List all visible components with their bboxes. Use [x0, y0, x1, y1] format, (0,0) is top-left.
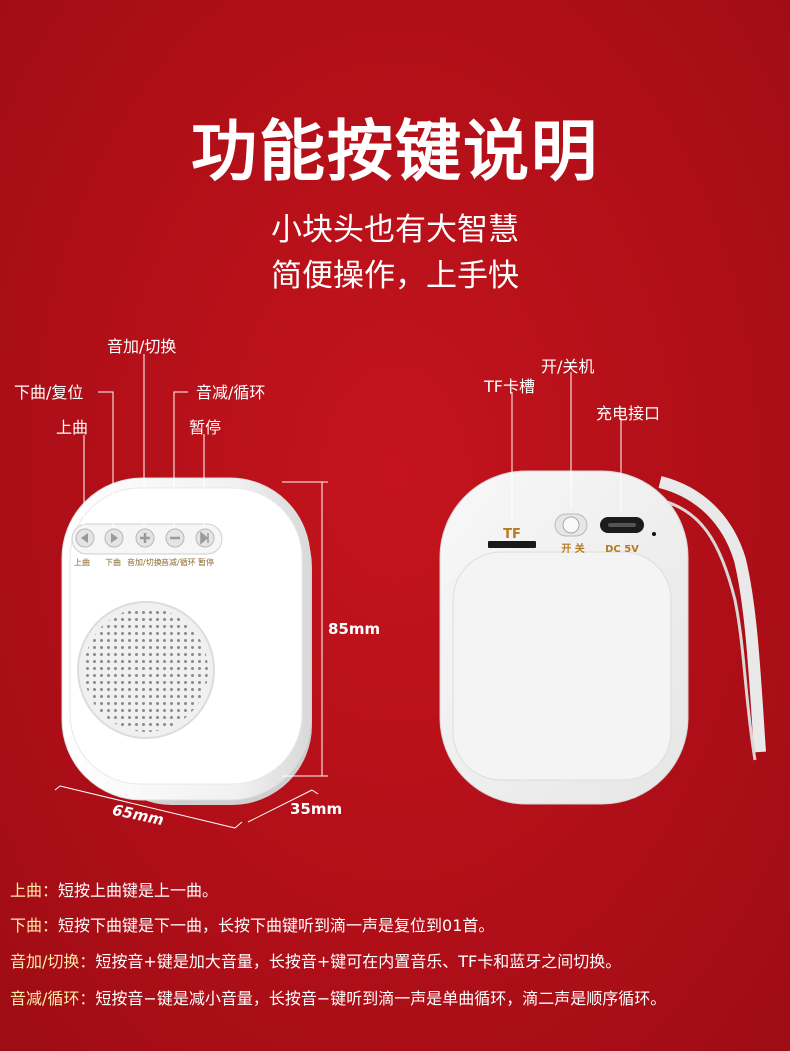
subtitle-line-2: 简便操作，上手快: [271, 258, 519, 294]
volume-down-button[interactable]: [165, 528, 185, 548]
desc-next: 下曲：短按下曲键是下一曲，长按下曲键听到滴一声是复位到01首。: [10, 912, 494, 936]
pause-button[interactable]: [195, 528, 215, 548]
dimension-height: 85mm: [328, 620, 381, 638]
desc-vol-down: 音减/循环：短按音−键是减小音量，长按音−键听到滴一声是单曲循环，滴二声是顺序循…: [10, 985, 666, 1009]
desc-vol-up-text: 短按音+键是加大音量，长按音+键可在内置音乐、TF卡和蓝牙之间切换。: [95, 952, 622, 971]
back-callout-lines: [511, 372, 622, 522]
switch-label: 开 关: [561, 542, 584, 555]
front-speaker: [61, 477, 312, 805]
desc-prev: 上曲：短按上曲键是上一曲。: [10, 877, 218, 901]
desc-vol-up-key: 音加/切换：: [10, 952, 96, 971]
tf-label: TF: [503, 527, 521, 542]
caption-next: 下曲: [105, 558, 121, 567]
callout-vol-down-loop: 音减/循环: [196, 383, 266, 402]
tf-card-slot[interactable]: [488, 541, 536, 548]
dc-label: DC 5V: [605, 544, 639, 555]
desc-prev-key: 上曲：: [10, 881, 59, 900]
callout-next-reset: 下曲/复位: [14, 383, 84, 402]
callout-play-switch: 音加/切换: [107, 337, 177, 356]
dimension-lines: [54, 481, 328, 829]
page-title: 功能按键说明: [191, 113, 599, 190]
front-callout-lines: [83, 354, 205, 528]
prev-button[interactable]: [75, 528, 95, 548]
callout-charge-port: 充电接口: [596, 404, 661, 423]
volume-up-button[interactable]: [135, 528, 155, 548]
caption-vol-up: 音加/切换: [127, 558, 162, 567]
button-caption-row: 上曲 下曲 音加/切换 音减/循环 暂停: [72, 557, 222, 569]
desc-vol-down-key: 音减/循环：: [10, 989, 96, 1008]
indicator-led: [652, 532, 656, 536]
desc-vol-up: 音加/切换：短按音+键是加大音量，长按音+键可在内置音乐、TF卡和蓝牙之间切换。: [10, 948, 621, 972]
caption-vol-down: 音减/循环: [161, 558, 196, 567]
caption-pause: 暂停: [198, 558, 214, 567]
caption-prev: 上曲: [74, 558, 90, 567]
desc-vol-down-text: 短按音−键是减小音量，长按音−键听到滴一声是单曲循环，滴二声是顺序循环。: [95, 989, 667, 1008]
usb-c-port[interactable]: [600, 517, 644, 533]
speaker-grille: [84, 608, 208, 732]
desc-next-text: 短按下曲键是下一曲，长按下曲键听到滴一声是复位到01首。: [58, 916, 495, 935]
callout-tf-slot: TF卡槽: [484, 377, 535, 396]
callout-prev: 上曲: [56, 418, 89, 437]
lanyard-strap: [658, 476, 766, 753]
callout-power: 开/关机: [541, 357, 595, 376]
callout-pause: 暂停: [189, 418, 222, 437]
power-switch[interactable]: [554, 513, 588, 537]
back-speaker: TF 开 关 DC 5V: [439, 470, 766, 805]
next-button[interactable]: [104, 528, 124, 548]
subtitle-line-1: 小块头也有大智慧: [271, 212, 519, 248]
desc-prev-text: 短按上曲键是上一曲。: [58, 881, 219, 900]
dimension-depth: 35mm: [290, 800, 343, 818]
desc-next-key: 下曲：: [10, 916, 59, 935]
